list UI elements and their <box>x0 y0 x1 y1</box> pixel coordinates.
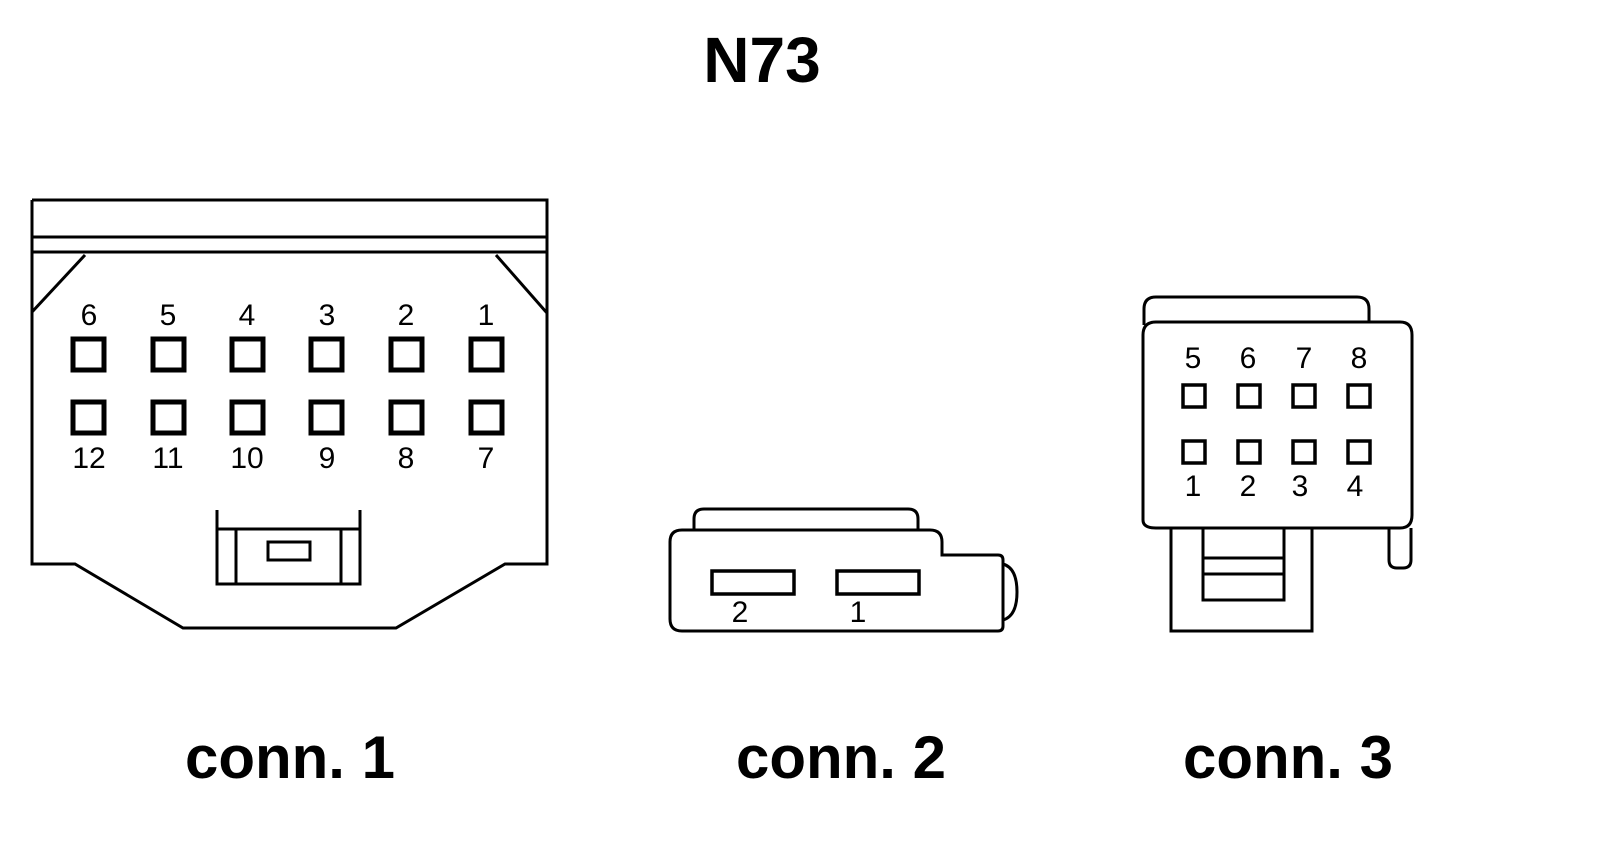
pin-label: 2 <box>732 596 749 629</box>
pin-socket <box>70 399 107 436</box>
pin-socket <box>229 336 266 373</box>
pin-socket <box>388 399 425 436</box>
connector-3-latch <box>1169 528 1314 633</box>
pin-socket <box>1346 439 1372 465</box>
pin-label: 11 <box>152 442 183 475</box>
pin-label: 4 <box>239 299 256 332</box>
pin-socket <box>308 336 345 373</box>
pin-label: 4 <box>1347 470 1364 503</box>
pin-socket <box>388 336 425 373</box>
pin-socket <box>150 336 187 373</box>
pin-label: 12 <box>72 442 105 475</box>
pin-label: 5 <box>1185 342 1202 375</box>
connector-3-caption: conn. 3 <box>1183 724 1393 791</box>
pin-socket <box>1346 383 1372 409</box>
connector-3-housing <box>1141 295 1414 570</box>
pin-socket <box>468 336 505 373</box>
connector-3: 5 6 7 8 1 2 3 4 conn. 3 <box>1141 295 1414 791</box>
pin-label: 8 <box>398 442 415 475</box>
pin-socket <box>70 336 107 373</box>
connector-1-caption: conn. 1 <box>185 724 395 791</box>
pin-socket <box>1181 383 1207 409</box>
terminal-slot <box>835 569 921 596</box>
pin-label: 3 <box>319 299 336 332</box>
connector-2-housing <box>668 507 1019 633</box>
pin-label: 3 <box>1292 470 1309 503</box>
terminal-slot <box>710 569 796 596</box>
pin-socket <box>150 399 187 436</box>
pin-label: 8 <box>1351 342 1368 375</box>
pin-label: 2 <box>398 299 415 332</box>
pin-socket <box>1236 439 1262 465</box>
connector-1: 6 5 4 3 2 1 12 11 10 9 8 7 conn. 1 <box>30 198 549 791</box>
pin-label: 7 <box>478 442 495 475</box>
pin-label: 6 <box>1240 342 1257 375</box>
pin-label: 2 <box>1240 470 1257 503</box>
pin-label: 9 <box>319 442 336 475</box>
connector-1-latch <box>215 510 362 586</box>
diagram-title: N73 <box>703 24 820 96</box>
pin-label: 10 <box>230 442 263 475</box>
connector-2-caption: conn. 2 <box>736 724 946 791</box>
pin-socket <box>308 399 345 436</box>
pin-label: 5 <box>160 299 177 332</box>
pin-socket <box>229 399 266 436</box>
pin-socket <box>1236 383 1262 409</box>
pin-label: 6 <box>81 299 98 332</box>
pin-socket <box>468 399 505 436</box>
connector-1-housing <box>30 198 549 630</box>
pin-label: 1 <box>478 299 495 332</box>
pin-label: 7 <box>1296 342 1313 375</box>
connector-2: 2 1 conn. 2 <box>668 507 1019 791</box>
pin-socket <box>1181 439 1207 465</box>
pin-label: 1 <box>850 596 867 629</box>
pin-label: 1 <box>1185 470 1202 503</box>
pin-socket <box>1291 383 1317 409</box>
pin-socket <box>1291 439 1317 465</box>
